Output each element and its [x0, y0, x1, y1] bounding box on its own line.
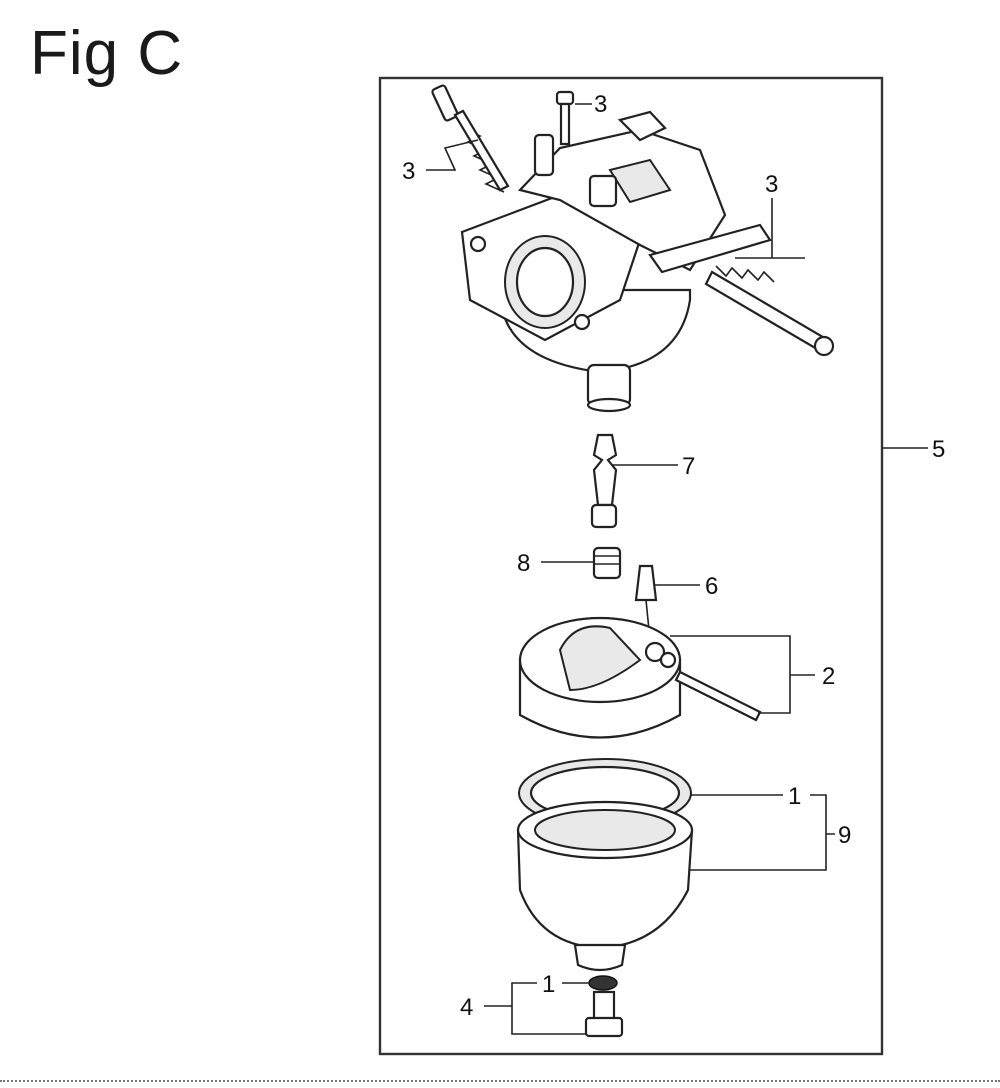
figure-title: Fig C — [30, 19, 184, 88]
callout-1-washer: 1 — [542, 971, 555, 998]
leader-2 — [670, 635, 815, 714]
callout-7: 7 — [682, 453, 695, 480]
callout-5: 5 — [932, 436, 945, 463]
bottom-divider — [0, 1080, 1000, 1082]
callout-8: 8 — [517, 550, 530, 577]
leader-3a — [426, 139, 479, 171]
top-screw — [555, 90, 575, 146]
callout-6: 6 — [705, 573, 718, 600]
callout-4: 4 — [460, 994, 473, 1021]
leader-3c — [735, 198, 805, 259]
leader-9 — [690, 794, 835, 871]
drain-bolt — [584, 990, 624, 1038]
main-jet — [592, 546, 622, 580]
pilot-screw — [704, 265, 835, 357]
callout-1-gasket: 1 — [788, 783, 801, 810]
carburetor-body — [460, 110, 772, 413]
callout-3-top: 3 — [594, 91, 607, 118]
assembly-frame — [378, 76, 884, 1056]
callout-3-left: 3 — [402, 158, 415, 185]
throttle-stop-screw — [431, 84, 510, 193]
float-chamber — [516, 800, 694, 972]
main-nozzle — [590, 433, 618, 529]
leader-4 — [484, 982, 586, 1035]
float — [518, 616, 762, 739]
drain-washer — [588, 975, 618, 991]
callout-9: 9 — [838, 822, 851, 849]
callout-3-right: 3 — [765, 171, 778, 198]
callout-2: 2 — [822, 663, 835, 690]
